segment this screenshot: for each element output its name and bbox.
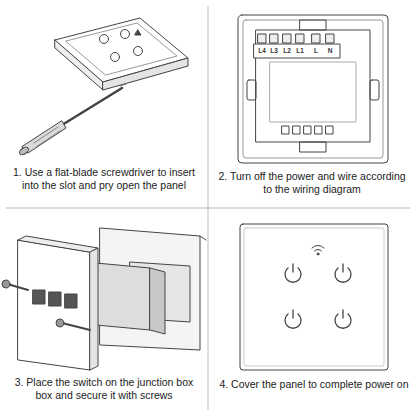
terminal-label: L1 [294, 47, 306, 55]
terminal-label: L3 [268, 47, 280, 55]
switch-back-plate [238, 15, 388, 163]
switch-front [240, 224, 388, 370]
power-button [285, 264, 351, 328]
caption: 4. Cover the panel to complete power on [219, 378, 409, 391]
terminal-label: N [324, 47, 336, 55]
screwdriver [18, 88, 122, 156]
terminal-label: L2 [281, 47, 293, 55]
caption: 3. Place the switch on the junction box … [6, 376, 202, 402]
divider [6, 208, 410, 209]
screw [2, 280, 90, 330]
caption: 2. Turn off the power and wire according… [217, 170, 407, 196]
caption: 1. Use a flat-blade screwdriver to inser… [6, 166, 202, 192]
terminal-label: L [310, 47, 322, 55]
terminal-label: L4 [256, 47, 268, 55]
switch-plate [18, 236, 98, 370]
switch-panel-tilted [55, 18, 188, 90]
